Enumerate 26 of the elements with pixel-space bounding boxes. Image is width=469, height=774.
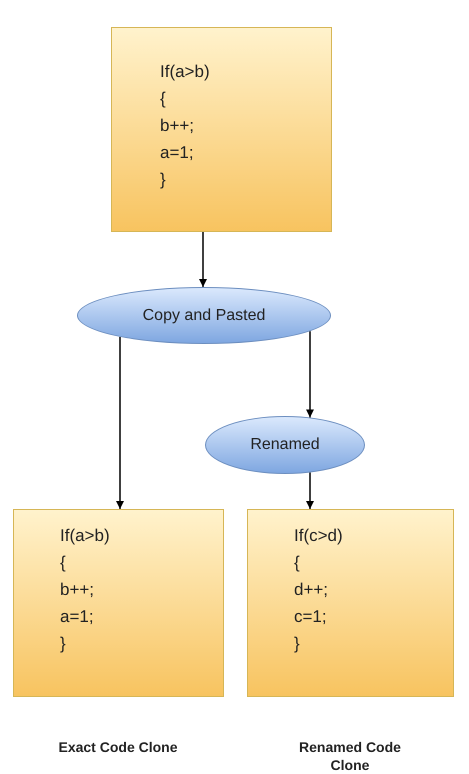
arrow	[116, 336, 124, 509]
code-line: If(c>d)	[294, 525, 344, 547]
code-line: {	[160, 88, 167, 110]
code-line: {	[60, 552, 67, 574]
code-line: {	[294, 552, 301, 574]
code-box	[13, 509, 224, 697]
box-caption: Exact Code Clone	[58, 738, 178, 756]
arrow	[199, 232, 207, 287]
ellipse-label: Copy and Pasted	[142, 306, 266, 324]
code-line: a=1;	[60, 606, 95, 628]
code-line: a=1;	[160, 142, 195, 164]
code-box	[247, 509, 454, 697]
code-line: }	[160, 169, 167, 191]
code-box	[111, 27, 332, 232]
code-line: b++;	[160, 115, 196, 137]
code-line: If(a>b)	[60, 525, 111, 547]
code-line: c=1;	[294, 606, 328, 628]
arrow	[306, 472, 314, 509]
box-caption: Renamed Code Clone	[298, 738, 402, 774]
code-line: d++;	[294, 579, 330, 601]
code-line: }	[60, 633, 67, 655]
code-line: }	[294, 633, 301, 655]
ellipse-label: Renamed	[250, 436, 320, 454]
code-line: b++;	[60, 579, 96, 601]
code-line: If(a>b)	[160, 61, 211, 83]
arrow	[306, 331, 314, 418]
